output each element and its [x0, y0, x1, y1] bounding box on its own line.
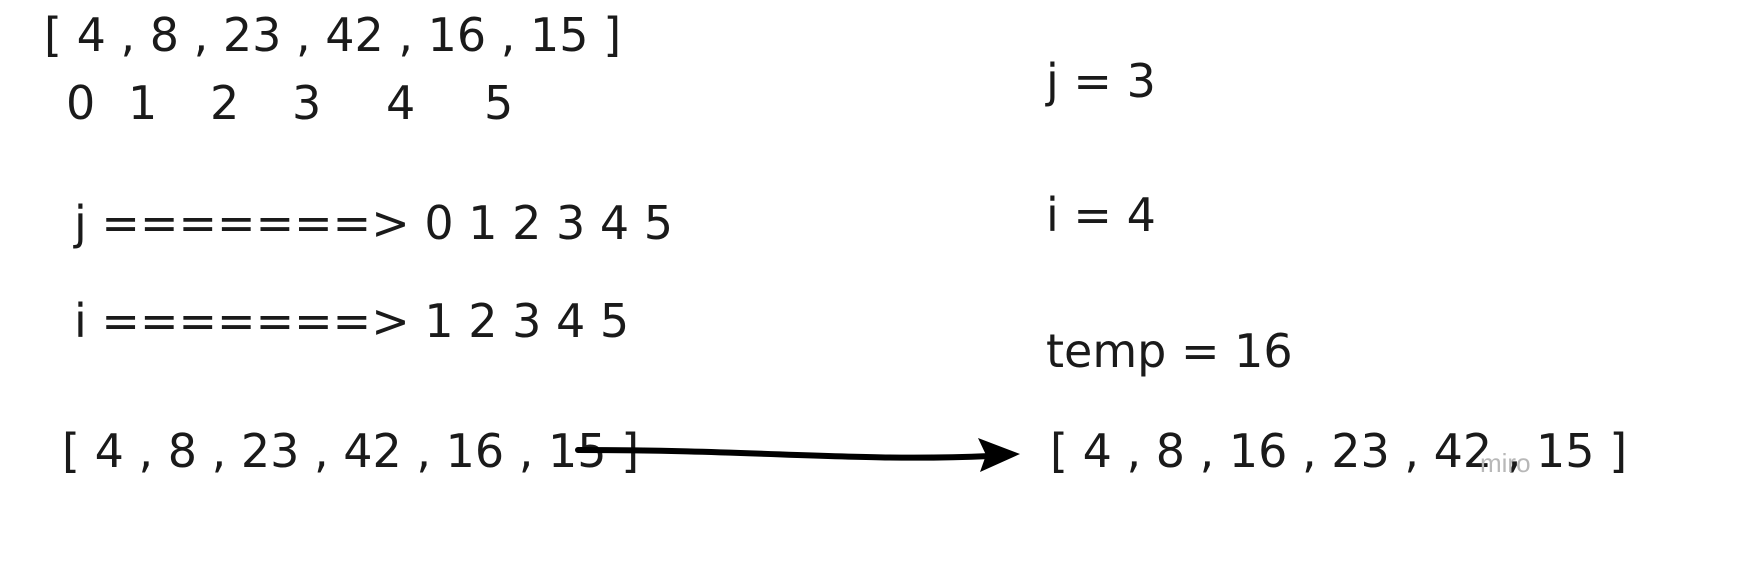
temp-value: temp = 16	[1046, 324, 1293, 378]
result-array: [ 4 , 8 , 16 , 23 , 42 , 15 ]	[1050, 424, 1628, 478]
index-label: 3	[292, 76, 322, 130]
index-label: 5	[484, 76, 514, 130]
i-value: i = 4	[1046, 188, 1156, 242]
index-label: 1	[128, 76, 158, 130]
before-array: [ 4 , 8 , 23 , 42 , 16 , 15 ]	[62, 424, 640, 478]
initial-array: [ 4 , 8 , 23 , 42 , 16 , 15 ]	[44, 8, 622, 62]
j-value: j = 3	[1046, 54, 1156, 108]
index-label: 4	[386, 76, 416, 130]
index-label: 2	[210, 76, 240, 130]
miro-watermark: miro	[1480, 448, 1531, 478]
index-label: 0	[66, 76, 96, 130]
i-loop-range: i =======> 1 2 3 4 5	[74, 294, 630, 348]
j-loop-range: j =======> 0 1 2 3 4 5	[74, 196, 674, 250]
